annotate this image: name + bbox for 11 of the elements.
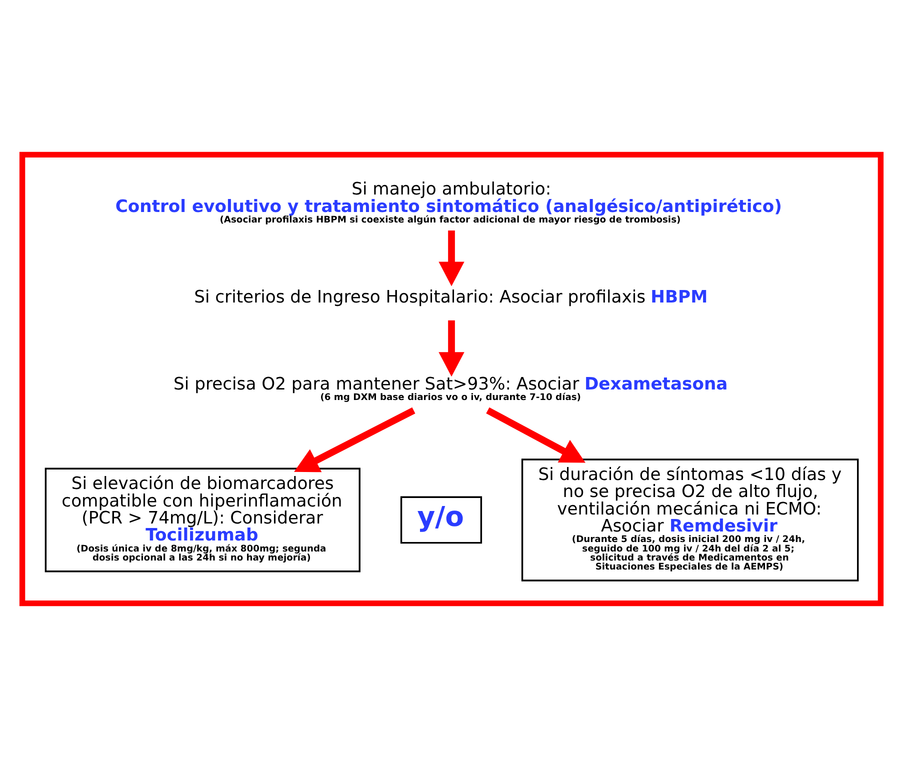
arrow (486, 407, 586, 463)
node-box: y/o (400, 496, 482, 544)
node-text: Si manejo ambulatorio: Control evolutivo y tratamiento sintomático (analgésico/antipirético) (Asociar profilaxis HBPM si coexiste algún factor adicional de mayor riesgo de trombosis) (115, 180, 782, 226)
arrow (294, 407, 416, 472)
node-box: Si duración de síntomas <10 días y no se precisa O2 de alto flujo, ventilación mecánica ni ECMO: Asociar Remdesivir (Durante 5 días, dosis inicial 200 mg iv / 24h, seguido de 100 mg iv / 24h del día 2 al 5; solicitud a través de Medicamentos en Situaciones Especiales de la AEMPS) (521, 458, 859, 582)
arrow (438, 230, 464, 286)
node-box: Si elevación de biomarcadores compatible con hiperinflamación (PCR > 74mg/L): Considerar Tocilizumab (Dosis única iv de 8mg/kg, máx 800mg; segunda dosis opcional a las 24h si no hay mejoría) (44, 468, 360, 572)
node-text: Si criterios de Ingreso Hospitalario: Asociar profilaxis HBPM (194, 288, 708, 308)
node-text: Si precisa O2 para mantener Sat>93%: Asociar Dexametasona (6 mg DXM base diarios vo o iv, durante 7-10 días) (174, 374, 728, 404)
arrow (438, 320, 464, 377)
cluster (19, 152, 884, 606)
